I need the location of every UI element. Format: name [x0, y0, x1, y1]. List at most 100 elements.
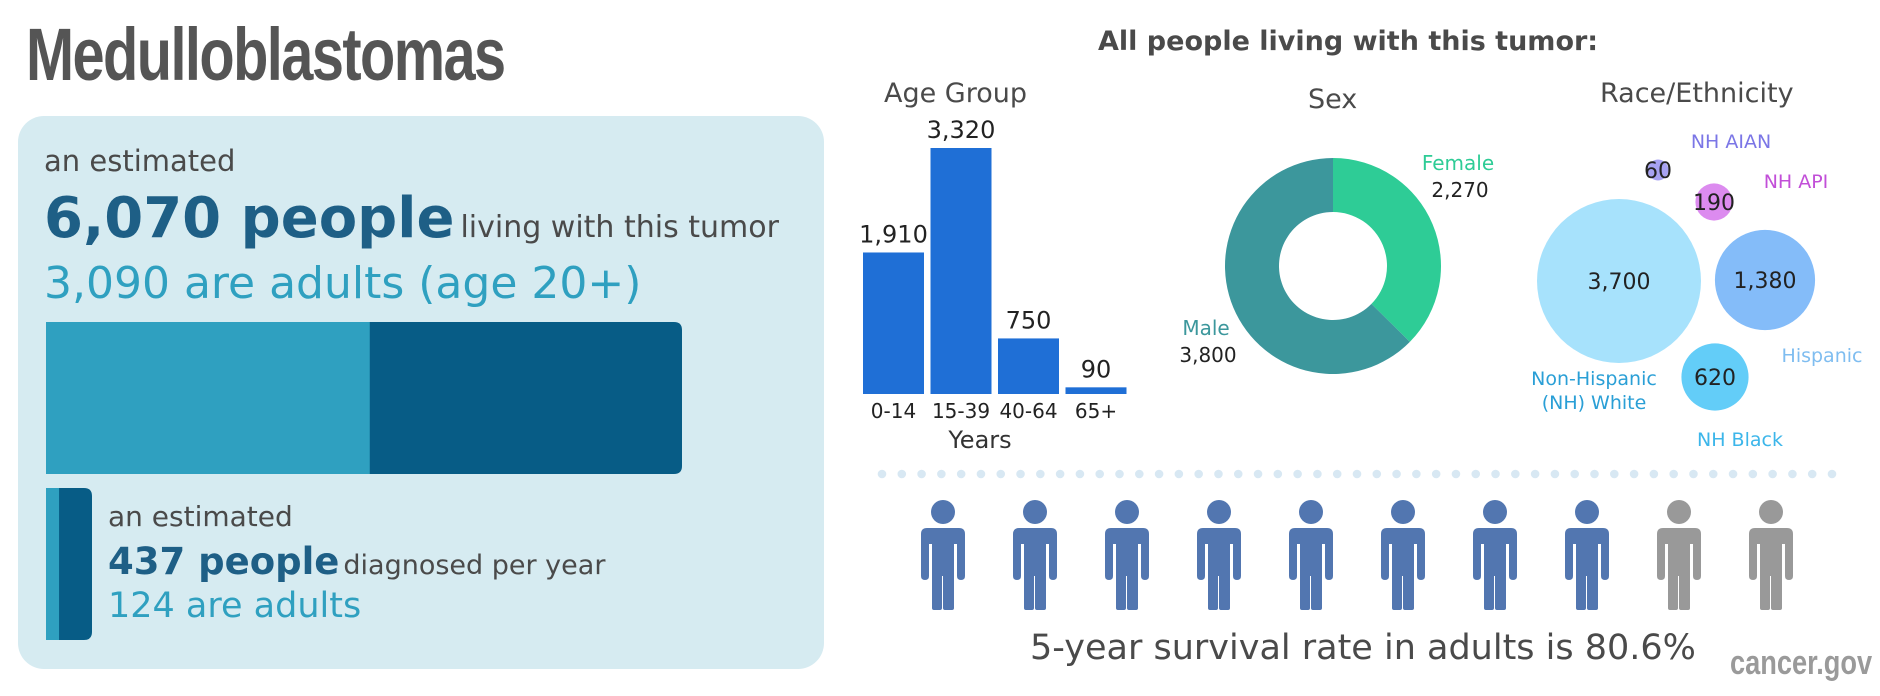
- person-icon-highlighted: [1565, 500, 1609, 610]
- divider-dot: [1788, 469, 1797, 479]
- divider-dot: [1550, 469, 1560, 479]
- age-tick-label: 15-39: [932, 399, 990, 423]
- divider-dot: [1669, 469, 1678, 479]
- person-head: [1299, 500, 1323, 524]
- sex-value-male: 3,800: [1179, 343, 1236, 367]
- sex-value-female: 2,270: [1431, 178, 1488, 202]
- race-value-label: 1,380: [1734, 269, 1797, 294]
- divider-dot: [1372, 469, 1382, 479]
- person-icon-highlighted: [1381, 500, 1425, 610]
- divider-dot: [1352, 469, 1362, 479]
- race-category-label: (NH) White: [1542, 392, 1647, 414]
- divider-dot: [996, 469, 1006, 479]
- race-category-label: NH AIAN: [1691, 131, 1771, 153]
- race-bubble: [1681, 343, 1749, 411]
- divider-dot: [1174, 469, 1184, 479]
- divider-dot: [1431, 469, 1441, 479]
- person-body: [1381, 528, 1425, 610]
- age-tick-label: 0-14: [871, 399, 916, 423]
- divider-dot: [1412, 469, 1421, 479]
- divider-dot: [1649, 469, 1659, 479]
- person-head: [1023, 500, 1047, 524]
- age-bar-65+: [1065, 387, 1127, 394]
- divider-dot: [1708, 469, 1718, 479]
- divider-dot: [1807, 469, 1817, 479]
- divider-dot: [1471, 469, 1481, 479]
- race-category-label: NH API: [1764, 171, 1829, 193]
- charts-headline: All people living with this tumor:: [1098, 26, 1599, 57]
- divider-dot: [1609, 469, 1619, 479]
- divider-dot: [1570, 469, 1580, 479]
- divider-dot: [1768, 469, 1777, 479]
- divider-dot: [1332, 469, 1342, 479]
- person-body: [1473, 528, 1517, 610]
- divider-dot: [1055, 469, 1065, 479]
- age-axis-label: Years: [947, 426, 1011, 454]
- prevalence-estimated-label: an estimated: [44, 144, 236, 178]
- incidence-number: 437 people: [108, 540, 340, 583]
- person-head: [931, 500, 955, 524]
- divider-dot: [1827, 469, 1837, 479]
- dotted-divider: [877, 469, 1837, 479]
- age-bar-40-64: [998, 338, 1059, 394]
- person-icon-highlighted: [921, 500, 965, 610]
- divider-dot: [1134, 469, 1144, 479]
- race-value-label: 60: [1644, 159, 1672, 184]
- divider-dot: [1075, 469, 1085, 479]
- age-bar-15-39: [930, 148, 992, 394]
- divider-dot: [1530, 469, 1540, 479]
- divider-dot: [1036, 469, 1045, 479]
- person-body: [1657, 528, 1701, 610]
- sex-label-female: Female: [1422, 151, 1494, 175]
- cancer-gov-logo: cancer.gov: [1730, 644, 1873, 682]
- person-icon: [1657, 500, 1701, 610]
- person-body: [1565, 528, 1609, 610]
- race-value-label: 3,700: [1588, 270, 1651, 295]
- divider-dot: [1233, 469, 1243, 479]
- sex-chart-title: Sex: [1308, 84, 1358, 115]
- divider-dot: [1095, 469, 1105, 479]
- age-value-label: 750: [1006, 306, 1052, 334]
- age-value-label: 90: [1081, 355, 1112, 383]
- sex-slice-female: [1333, 158, 1441, 342]
- person-head: [1667, 500, 1691, 524]
- sex-label-male: Male: [1182, 316, 1229, 340]
- incidence-suffix: diagnosed per year: [343, 550, 606, 581]
- race-bubble: [1714, 229, 1816, 331]
- divider-dot: [1016, 469, 1025, 479]
- proportion-bars: [46, 322, 682, 640]
- person-body: [921, 528, 965, 610]
- person-icon-highlighted: [1289, 500, 1333, 610]
- person-icon: [1749, 500, 1793, 610]
- divider-dot: [1154, 469, 1164, 479]
- divider-dot: [1491, 469, 1500, 479]
- prevalence-adults: 3,090 are adults (age 20+): [44, 258, 642, 309]
- person-head: [1115, 500, 1139, 524]
- race-bubble: [1695, 183, 1733, 221]
- race-bubble: [1537, 199, 1701, 363]
- divider-dot: [1392, 469, 1401, 479]
- age-chart-title: Age Group: [884, 78, 1028, 109]
- divider-dot: [937, 469, 946, 479]
- divider-dot: [1689, 469, 1698, 479]
- divider-dot: [1253, 469, 1263, 479]
- person-icon-highlighted: [1197, 500, 1241, 610]
- person-icon-highlighted: [1473, 500, 1517, 610]
- person-head: [1483, 500, 1507, 524]
- divider-dot: [877, 469, 887, 479]
- prevalence-suffix: living with this tumor: [460, 210, 779, 245]
- survival-rate-text: 5-year survival rate in adults is 80.6%: [1030, 628, 1696, 668]
- incidence-bar: [46, 488, 92, 640]
- person-body: [1105, 528, 1149, 610]
- race-category-label: Non-Hispanic: [1531, 368, 1657, 390]
- person-body: [1289, 528, 1333, 610]
- person-body: [1197, 528, 1241, 610]
- divider-dot: [1313, 469, 1322, 479]
- page-title: Medulloblastomas: [26, 13, 506, 96]
- divider-dot: [1214, 469, 1223, 479]
- prevalence-bar: [46, 322, 682, 474]
